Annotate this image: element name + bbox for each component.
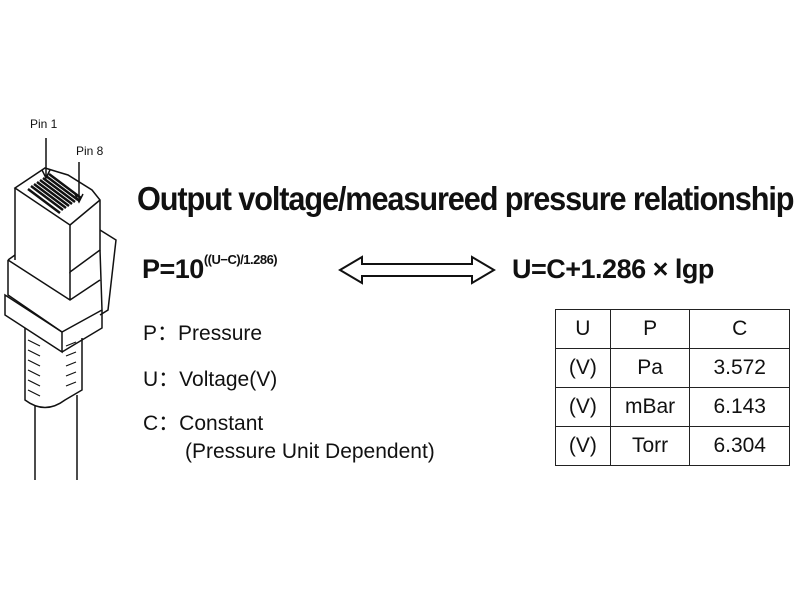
- formula-base: P=10: [142, 254, 204, 284]
- cell: (V): [555, 387, 611, 427]
- plug-head: [13, 167, 101, 274]
- pressure-formula: P=10((U−C)/1.286): [142, 252, 278, 285]
- pin1-arrow: [41, 138, 51, 180]
- cell: 6.143: [689, 387, 790, 427]
- legend-symbol: C：: [143, 412, 180, 435]
- pin8-label: Pin 8: [76, 144, 104, 158]
- legend-note: (Pressure Unit Dependent): [185, 440, 435, 463]
- cell: Torr: [609, 426, 691, 466]
- header-cell: P: [609, 309, 691, 349]
- legend-pressure: P：Pressure: [143, 317, 262, 347]
- table-row: (V) Pa 3.572: [555, 348, 790, 388]
- header-cell: U: [555, 309, 611, 349]
- header-cell: C: [689, 309, 790, 349]
- table-row: (V) mBar 6.143: [555, 387, 790, 427]
- legend-symbol: U：: [143, 368, 180, 391]
- legend-text: Voltage(V): [179, 368, 278, 391]
- double-arrow-icon: [338, 255, 496, 285]
- pin1-label: Pin 1: [30, 117, 58, 131]
- cell: Pa: [609, 348, 691, 388]
- formula-exponent: ((U−C)/1.286): [203, 252, 278, 267]
- latch: [99, 229, 117, 316]
- cell: (V): [555, 426, 611, 466]
- legend-symbol: P：: [143, 322, 179, 345]
- legend-text: Pressure: [178, 322, 263, 345]
- cell: mBar: [609, 387, 691, 427]
- constants-table: U P C (V) Pa 3.572 (V) mBar 6.143 (V) To…: [555, 309, 790, 466]
- table-header-row: U P C: [555, 309, 790, 349]
- rj45-connector-illustration: Pin 1 Pin 8: [4, 117, 117, 480]
- legend-text: Constant: [179, 412, 264, 435]
- cell: 6.304: [689, 426, 790, 466]
- legend-voltage: U：Voltage(V): [143, 363, 277, 393]
- cell: (V): [555, 348, 611, 388]
- table-row: (V) Torr 6.304: [555, 426, 790, 466]
- voltage-formula: U=C+1.286 × lgp: [512, 254, 714, 284]
- plug-body: [7, 249, 103, 333]
- diagram-title: Output voltage/measureed pressure relati…: [137, 180, 795, 217]
- cable: [34, 395, 78, 480]
- boot: [24, 328, 83, 409]
- cell: 3.572: [689, 348, 790, 388]
- legend-constant: C：Constant: [143, 407, 263, 437]
